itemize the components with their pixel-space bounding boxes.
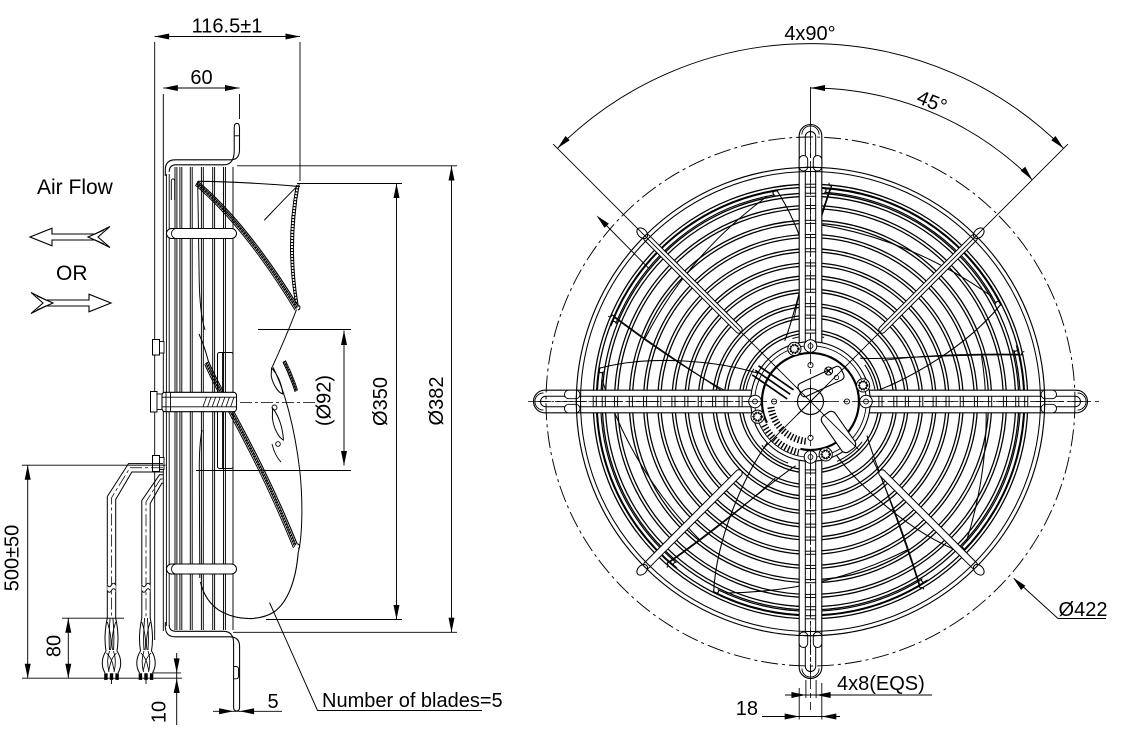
svg-text:4x8(EQS): 4x8(EQS) (837, 673, 925, 695)
svg-text:80: 80 (44, 635, 66, 657)
svg-text:5: 5 (267, 691, 278, 713)
svg-text:Number of blades=5: Number of blades=5 (322, 690, 503, 712)
svg-text:500±50: 500±50 (2, 525, 24, 592)
svg-text:18: 18 (736, 698, 758, 720)
svg-text:60: 60 (190, 67, 212, 89)
svg-text:OR: OR (56, 262, 88, 285)
svg-text:116.5±1: 116.5±1 (192, 16, 263, 38)
svg-text:4x90°: 4x90° (784, 23, 835, 45)
svg-text:Air Flow: Air Flow (37, 176, 114, 199)
svg-text:Ø422: Ø422 (1059, 599, 1108, 621)
svg-text:10: 10 (149, 701, 171, 723)
svg-text:(Ø92): (Ø92) (314, 375, 336, 426)
svg-text:Ø382: Ø382 (426, 377, 448, 426)
svg-text:Ø350: Ø350 (370, 377, 392, 426)
